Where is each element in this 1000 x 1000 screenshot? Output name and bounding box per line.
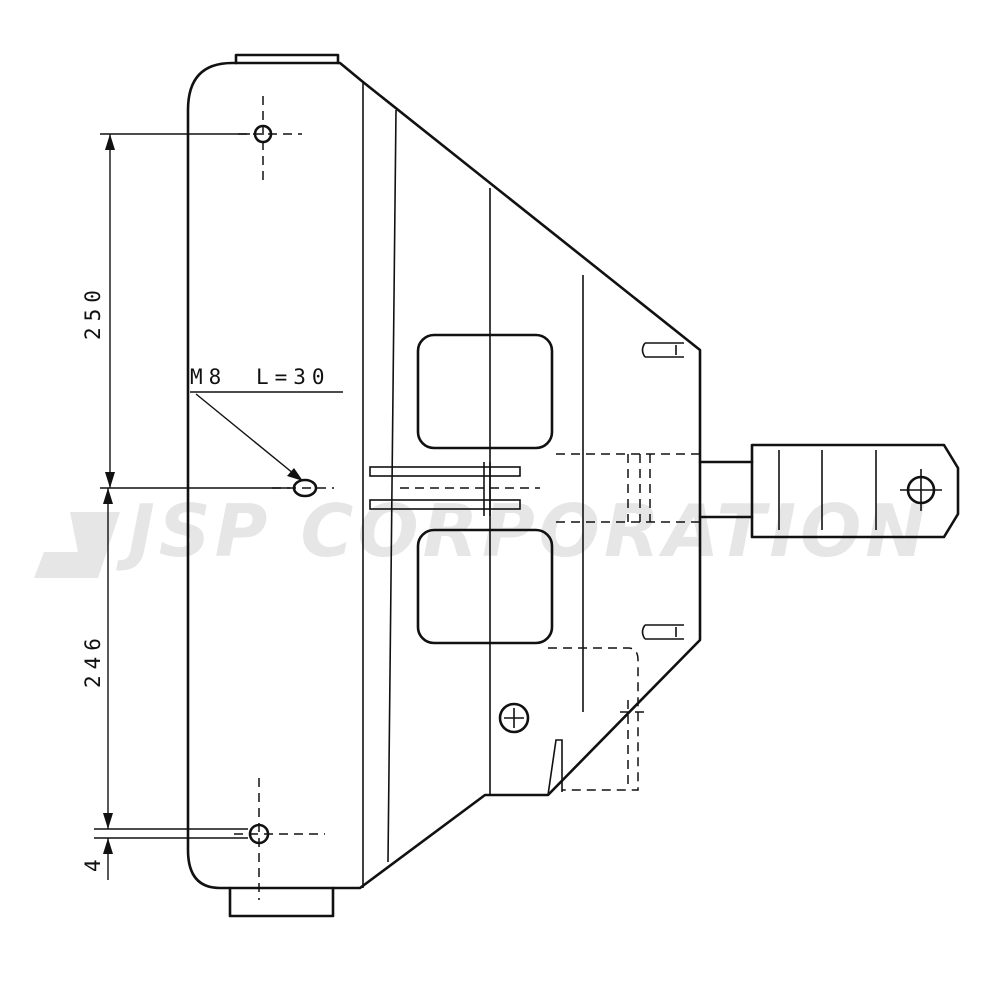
callout-bolt: M8 <box>190 365 227 389</box>
side-clips <box>641 342 684 640</box>
lever-arm <box>698 443 960 539</box>
watermark-logo-mark <box>34 512 120 578</box>
dimension-bottom: 4 <box>81 853 105 872</box>
dimension-lines <box>94 133 343 880</box>
callout-length: L=30 <box>256 365 331 389</box>
hidden-lines <box>548 453 700 791</box>
bracket-plate <box>186 53 702 918</box>
dimension-lower: 246 <box>81 632 105 688</box>
slot-bars <box>369 462 540 516</box>
watermark: JSP CORPORATION <box>34 489 926 578</box>
cutouts <box>416 333 554 645</box>
dimension-upper: 250 <box>81 284 105 340</box>
ground-symbol <box>498 702 530 734</box>
lower-window <box>416 528 554 645</box>
mounting-holes <box>234 96 530 900</box>
upper-window <box>416 333 554 450</box>
